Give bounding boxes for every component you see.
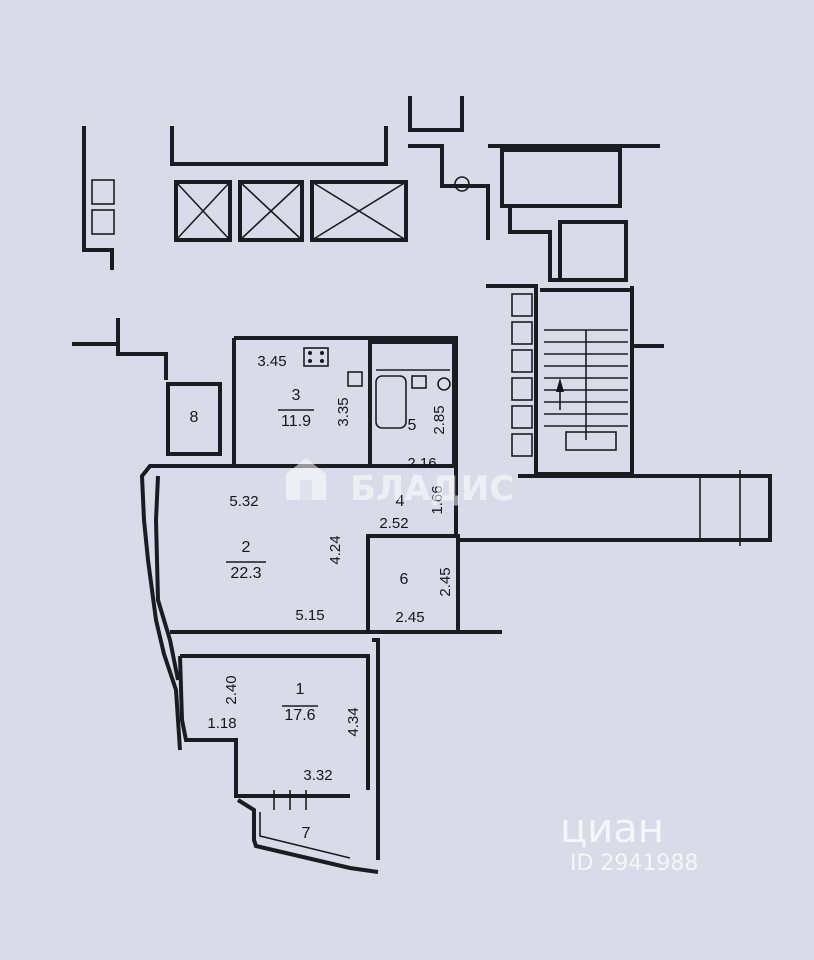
room-8-number: 8 bbox=[190, 409, 199, 426]
room-6-dim-a: 2.45 bbox=[437, 567, 454, 596]
room-2-dim-c: 5.15 bbox=[295, 607, 324, 624]
apartment-walls bbox=[72, 318, 502, 874]
room-5-number: 5 bbox=[408, 417, 417, 434]
room-labels: 1 17.6 2.40 1.18 4.34 3.32 2 22.3 5.32 4… bbox=[190, 353, 454, 842]
room-6-number: 6 bbox=[400, 571, 409, 588]
room-5-dim-a: 2.85 bbox=[431, 405, 448, 434]
corridor bbox=[458, 470, 772, 546]
portal-watermark: циан ID 2941988 bbox=[560, 806, 698, 876]
listing-id: ID 2941988 bbox=[570, 851, 698, 876]
agency-watermark: БЛАДИС bbox=[286, 458, 514, 509]
room-4-number: 4 bbox=[396, 493, 405, 510]
shaft-block bbox=[82, 96, 660, 282]
room-7-number: 7 bbox=[302, 825, 311, 842]
room-2-area: 22.3 bbox=[230, 565, 261, 582]
room-1-dim-d: 3.32 bbox=[303, 767, 332, 784]
room-5-dim-b: 2.16 bbox=[407, 455, 436, 472]
room-2-dim-a: 5.32 bbox=[229, 493, 258, 510]
room-1-number: 1 bbox=[296, 681, 305, 698]
portal-logo: циан bbox=[560, 806, 664, 852]
room-6-dim-b: 2.45 bbox=[395, 609, 424, 626]
room-3-dim-b: 3.35 bbox=[335, 397, 352, 426]
room-1-dim-a: 2.40 bbox=[223, 675, 240, 704]
room-3-dim-a: 3.45 bbox=[257, 353, 286, 370]
room-4-dim-b: 1.66 bbox=[429, 485, 446, 514]
room-3-number: 3 bbox=[292, 387, 301, 404]
house-logo-icon bbox=[286, 458, 326, 500]
room-1-dim-c: 4.34 bbox=[345, 707, 362, 736]
room-2-number: 2 bbox=[242, 539, 251, 556]
stairwell bbox=[486, 284, 664, 476]
room-1-area: 17.6 bbox=[284, 707, 315, 724]
room-3-area: 11.9 bbox=[281, 413, 311, 430]
room-2-dim-b: 4.24 bbox=[327, 535, 344, 564]
agency-name: БЛАДИС bbox=[350, 469, 514, 509]
room-4-dim-a: 2.52 bbox=[379, 515, 408, 532]
room-1-dim-b: 1.18 bbox=[207, 715, 236, 732]
